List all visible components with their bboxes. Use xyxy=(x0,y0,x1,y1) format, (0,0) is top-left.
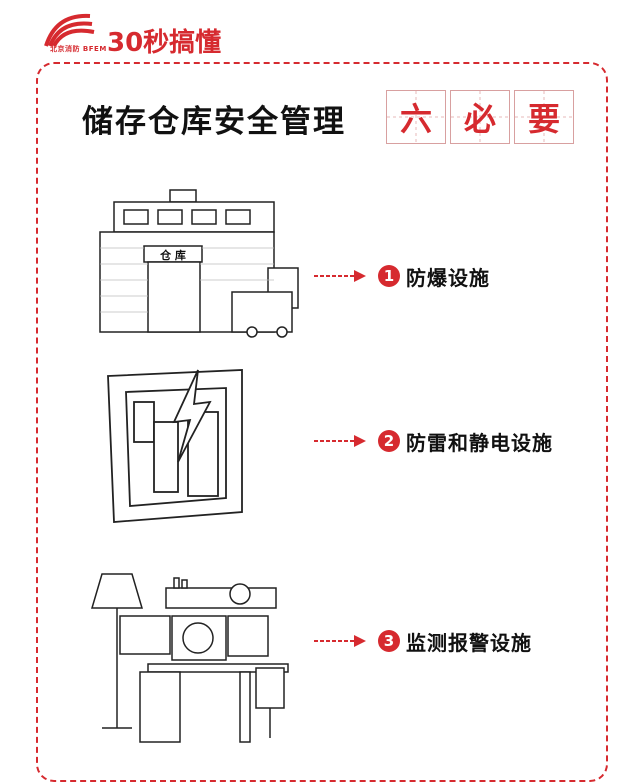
list-item-2: 2 防雷和静电设施 xyxy=(314,427,553,455)
page-title: 储存仓库安全管理 xyxy=(82,104,346,140)
list-item-1: 1 防爆设施 xyxy=(314,262,490,290)
monitoring-desk-icon xyxy=(90,573,289,743)
warehouse-sign: 仓 库 xyxy=(159,248,186,262)
warehouse-icon: 仓 库 xyxy=(99,189,299,338)
arrow-right-icon xyxy=(314,435,366,447)
bfem-logo xyxy=(36,6,102,58)
arrow-right-icon xyxy=(314,635,366,647)
item-label: 监测报警设施 xyxy=(406,630,532,655)
item-number: 1 xyxy=(378,265,400,287)
header-title: 30秒搞懂 xyxy=(107,28,222,58)
title-box-3: 要 xyxy=(514,90,574,144)
logo-text: 北京消防 BFEM xyxy=(50,45,107,53)
arrow-right-icon xyxy=(314,270,366,282)
item-number: 2 xyxy=(378,430,400,452)
item-label: 防爆设施 xyxy=(406,265,490,290)
item-number: 3 xyxy=(378,630,400,652)
list-item-3: 3 监测报警设施 xyxy=(314,627,532,655)
lightning-rod-icon xyxy=(107,369,243,523)
title-box-2: 必 xyxy=(450,90,510,144)
title-boxes: 六 必 要 xyxy=(386,90,574,144)
item-label: 防雷和静电设施 xyxy=(406,430,553,455)
title-box-1: 六 xyxy=(386,90,446,144)
